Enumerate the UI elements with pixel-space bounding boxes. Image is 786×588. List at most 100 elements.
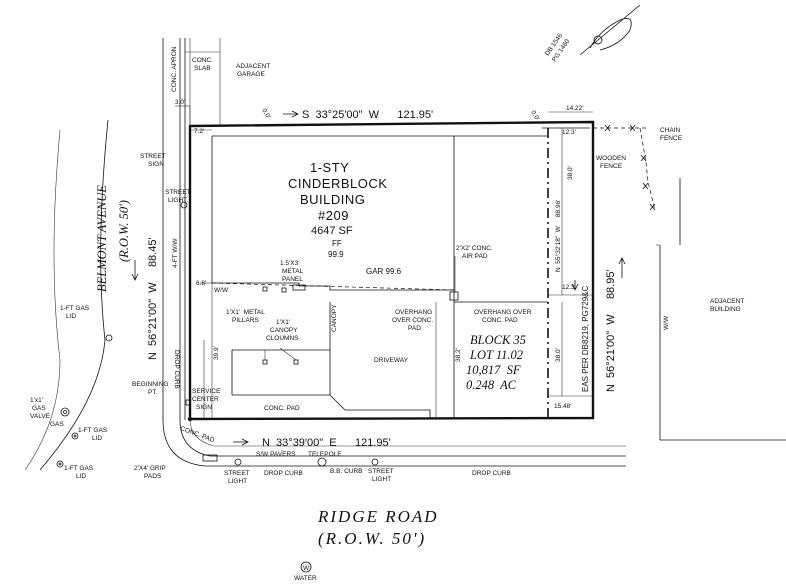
metal-pillars-label-1: 1'X1' METAL: [226, 309, 265, 316]
canopy-column-1: [262, 359, 268, 365]
lot-number: LOT 11.02: [469, 348, 523, 362]
gas-valve-label-1: 1'x1': [30, 397, 43, 404]
bearing-inner-right: N 55°32'18" W 88.96': [554, 200, 562, 272]
street-light-left-1: STREET: [165, 189, 191, 196]
dim-39-9: 39.9': [213, 346, 220, 360]
adjacent-building-label-1: ADJACENT: [710, 298, 744, 305]
bb-curb-label: B.B. CURB: [330, 468, 363, 475]
canopy-label: CANOPY: [331, 304, 338, 332]
building-area: 4647 SF: [311, 225, 353, 237]
street-sign-label-1: STREET: [140, 153, 166, 160]
property-boundary: [188, 120, 595, 421]
telepole-symbol: [317, 457, 327, 467]
air-pad-label-1: 2'X2' CONC.: [456, 245, 493, 252]
lot-block: BLOCK 35: [470, 333, 526, 347]
grip-pad: [202, 454, 218, 462]
metal-panel-label-3: PANEL: [282, 276, 303, 283]
easement-label: EAS PER DB8219, PG729&C: [581, 286, 590, 393]
dim-7-2: 7.2': [194, 128, 204, 135]
bearing-top: S 33°25'00" W 121.95': [302, 109, 433, 121]
adjacent-garage-label-1: ADJACENT: [236, 63, 270, 70]
wooden-fence-label-2: FENCE: [600, 163, 623, 170]
building-label-1: 1-STY: [310, 160, 349, 175]
conc-pad-corner-label: CONC. PAD: [179, 425, 215, 444]
ff-value: 99.9: [328, 250, 344, 259]
ff-label: FF: [332, 239, 342, 248]
service-label-2: CENTER: [192, 396, 219, 403]
drop-curb-bottom-1: DROP CURB: [264, 470, 303, 477]
gas-lid-label-1: 1-FT GAS: [60, 305, 90, 312]
metal-panel-label-2: METAL: [282, 268, 304, 275]
overhead-label-1: OVERHANG OVER: [474, 309, 532, 316]
overhang-label-2: OVER CONC.: [392, 317, 433, 324]
dim-14-22: 14.22': [566, 105, 584, 112]
grip-pads-label-2: PADS: [144, 473, 162, 480]
dim-12-3a: 12.3': [562, 129, 576, 136]
ww-left: W/W: [214, 287, 229, 294]
ww-right-label: W/W: [663, 315, 670, 330]
bearing-bottom: N 33°39'00" E 121.95': [262, 437, 391, 449]
air-pad-label-2: AIR PAD: [462, 253, 488, 260]
overhang-label-1: OVERHANG: [395, 309, 432, 316]
metal-pillar-1: [262, 286, 268, 292]
gas-valve-label-2: GAS: [32, 405, 46, 412]
metal-panel-label-1: 1.5'X3': [280, 260, 299, 267]
adjacent-building: [659, 245, 786, 441]
dim-12-3b: 12.3': [562, 284, 576, 291]
street-light-bottom-2: LIGHT: [228, 478, 247, 485]
canopy-cols-label-3: CLOUMNS: [266, 335, 299, 342]
canopy-column-2: [293, 359, 299, 365]
gar-label: GAR 99.6: [366, 267, 402, 276]
adjacent-garage-label-2: GARAGE: [237, 71, 265, 78]
driveway-label: DRIVEWAY: [374, 357, 409, 364]
metal-panel: [292, 284, 306, 291]
gas-lid-2-label-1: 1-FT GAS: [78, 427, 108, 434]
bearing-left: N 56°21'00" W 88.45': [147, 237, 159, 360]
conc-slab-label-1: CONC.: [192, 57, 213, 64]
gas-lid-2-label-2: LID: [92, 435, 102, 442]
building-label-3: BUILDING: [300, 192, 365, 207]
gas-label: GAS: [50, 421, 64, 428]
ridge-road-row: (R.O.W. 50'): [318, 529, 426, 548]
water-symbol: W: [300, 561, 312, 573]
belmont-avenue-name: BELMONT AVENUE: [95, 185, 109, 292]
beginning-label-2: PT.: [148, 389, 158, 396]
dim-38-0b: 38.0': [555, 348, 562, 362]
ridge-road-name: RIDGE ROAD: [317, 507, 439, 526]
metal-pillars-label-2: PILLARS: [232, 317, 259, 324]
belmont-avenue-row: (R.O.W. 50'): [117, 200, 131, 262]
street-light-bottom-1: STREET: [224, 470, 250, 477]
street-light-left-2: LIGHT: [168, 197, 187, 204]
street-light-bottom-4: LIGHT: [372, 476, 391, 483]
service-sign: [185, 399, 191, 406]
dim-38-0a: 38.0': [567, 166, 574, 180]
canopy-cols-label-2: CANOPY: [270, 327, 298, 334]
wooden-fence-label-1: WOODEN: [596, 155, 626, 162]
gas-lid-label-2: LID: [66, 313, 76, 320]
beginning-point: [187, 416, 193, 422]
metal-pillar-2: [281, 287, 287, 293]
building-outline: [211, 136, 548, 303]
conc-apron-label: CONC. APRON: [171, 46, 178, 92]
deed-arrow: [579, 4, 641, 56]
beginning-label-1: BEGINNING: [132, 381, 168, 388]
water-label: WATER: [294, 575, 317, 582]
gas-valve-label-3: VALVE: [30, 413, 51, 420]
service-label-1: SERVICE: [192, 388, 221, 395]
drop-curb-bottom-2: DROP CURB: [472, 470, 511, 477]
lot-sf: 10,817 SF: [466, 363, 521, 377]
dim-15-48: 15.48': [554, 403, 572, 410]
drop-curb-left: DROP CURB: [173, 350, 180, 389]
street-light-bottom-3: STREET: [368, 468, 394, 475]
chain-fence-label-1: CHAIN: [660, 127, 681, 134]
bearing-arrows: [131, 110, 626, 446]
telepole-label: TELEPOLE: [308, 451, 342, 458]
dim-0-0a: 0.0': [260, 108, 271, 120]
grip-pads-label-1: 2'X4' GRIP: [134, 465, 166, 472]
conc-slab-label-2: SLAB: [194, 65, 211, 72]
chain-fence-label-2: FENCE: [660, 135, 683, 142]
building-number: #209: [318, 208, 349, 223]
overhead-label-2: CONC. PAD: [482, 317, 518, 324]
dim-6-8: 6.8': [196, 280, 206, 287]
